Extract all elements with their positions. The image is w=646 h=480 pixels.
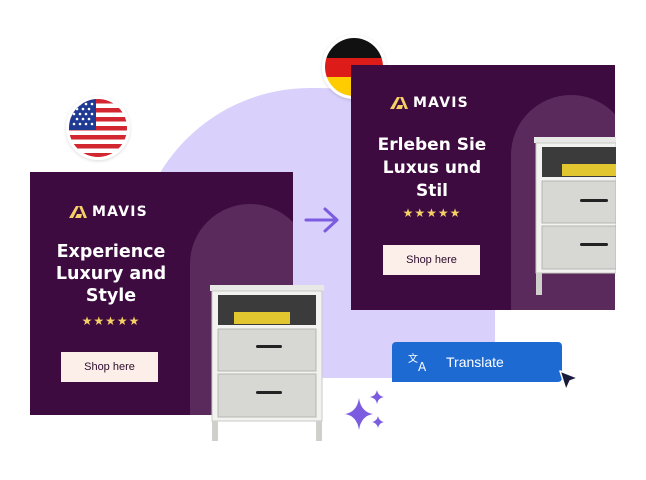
us-flag-icon — [66, 96, 130, 160]
headline-line: Luxury and — [55, 264, 167, 284]
headline-line: Style — [85, 286, 137, 306]
ad-german: MAVIS Erleben Sie Luxus und Stil ★★★★★ S… — [351, 65, 615, 310]
brand-name: MAVIS — [92, 204, 148, 220]
mavis-logo: MAVIS — [68, 204, 148, 220]
cursor-icon — [559, 370, 579, 391]
arrow-right-icon — [304, 207, 339, 233]
translate-button[interactable]: 文 A Translate — [392, 342, 562, 382]
shop-here-button[interactable]: Shop here — [383, 245, 480, 275]
ad-headline: Experience Luxury and Style — [30, 241, 192, 307]
nightstand-image — [534, 137, 616, 295]
sparkle-icon — [345, 390, 384, 430]
brand-name: MAVIS — [413, 95, 469, 111]
svg-text:文: 文 — [408, 352, 418, 365]
ad-headline: Erleben Sie Luxus und Stil — [351, 134, 513, 203]
headline-line: Experience — [56, 242, 166, 262]
headline-line: Stil — [415, 181, 449, 201]
headline-line: Erleben Sie — [377, 135, 487, 155]
mavis-logo-icon — [69, 206, 87, 218]
mavis-logo-icon — [390, 97, 408, 109]
shop-here-button[interactable]: Shop here — [61, 352, 158, 382]
star-rating: ★★★★★ — [81, 314, 141, 328]
star-rating: ★★★★★ — [402, 206, 462, 220]
translate-label: Translate — [446, 354, 504, 370]
translate-icon: 文 A — [408, 352, 427, 372]
headline-line: Luxus und — [382, 158, 482, 178]
nightstand-image — [210, 285, 324, 441]
mavis-logo: MAVIS — [389, 95, 469, 111]
svg-text:A: A — [418, 360, 427, 372]
